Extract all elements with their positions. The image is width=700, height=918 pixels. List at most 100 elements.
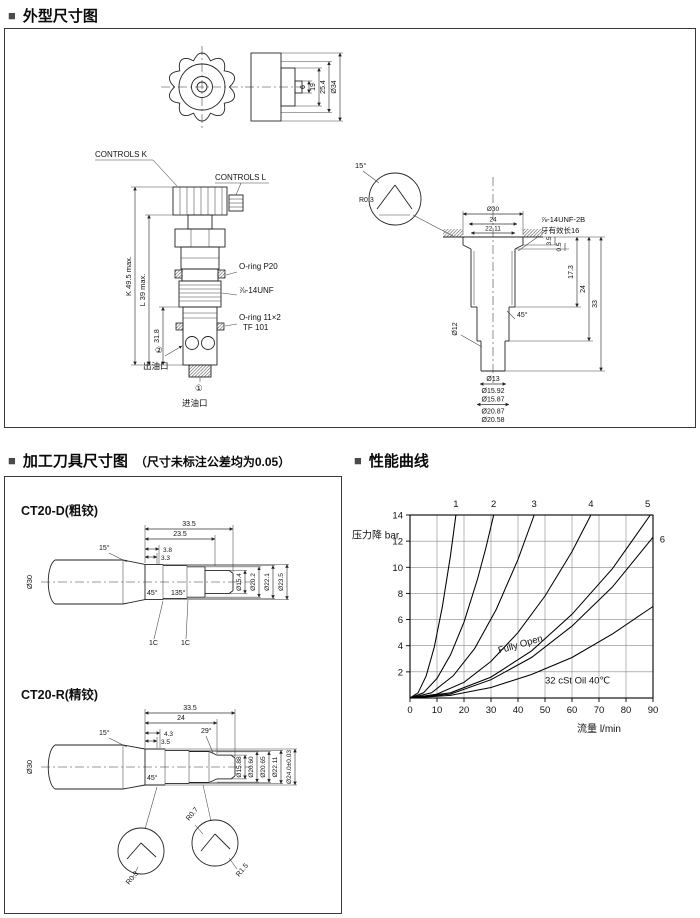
dim-knob-dia34: Ø34 [331, 80, 338, 93]
plot-frame [409, 514, 654, 699]
y-tick-label: 4 [398, 641, 403, 652]
outline-section-title: 外型尺寸图 [22, 8, 98, 25]
thread-unf-label: ⅞-14UNF [239, 286, 274, 295]
y-tick-label: 14 [392, 511, 403, 522]
dim-ct20r-r1-5: R1.5 [235, 862, 250, 878]
port1-inlet-label: 进油口 [182, 398, 208, 408]
port2-outlet-label: 出油口 [143, 361, 169, 371]
dim-ct20r-3-5: 3.5 [161, 739, 170, 746]
dim-dia15-92: Ø15.92 [482, 388, 505, 395]
dim-knob-6: 6 [300, 85, 307, 89]
outline-section-header: ■ 外型尺寸图 [8, 5, 98, 26]
dim-ct20d-dia15-4: Ø15.4 [236, 573, 243, 591]
ct20d-title: CT20-D(粗铰) [21, 503, 98, 518]
dim-ct20d-dia20-2: Ø20.2 [250, 573, 257, 591]
outline-drawing-panel: 6 19 25.4 Ø34 CONTROLS K [4, 28, 696, 428]
curve-6 [409, 536, 654, 699]
curve-label: 3 [532, 499, 537, 510]
port1-number: ① [195, 383, 203, 393]
y-tick-label: 8 [398, 589, 403, 600]
y-tick-label: 2 [398, 667, 403, 678]
knob-top-view [161, 46, 243, 128]
dim-dia13: Ø13 [486, 376, 499, 383]
performance-section-header: ■ 性能曲线 [354, 450, 429, 471]
dim-ct20r-dia24-0: Ø24.0±0.03 [286, 750, 293, 784]
dim-dia20-87: Ø20.87 [482, 409, 505, 416]
dim-r0-3: R0.3 [359, 197, 374, 204]
x-tick-label: 70 [594, 705, 605, 716]
x-tick-label: 50 [540, 705, 551, 716]
x-tick-label: 80 [621, 705, 632, 716]
curve-label: 1 [453, 499, 458, 510]
dim-ct20d-1c-b: 1C [181, 640, 190, 647]
controls-l-label: CONTROLS L [215, 173, 267, 182]
x-axis-label: 流量 l/min [577, 722, 621, 735]
dim-dia12: Ø12 [452, 322, 459, 335]
ct20r-title: CT20-R(精铰) [21, 687, 98, 702]
dim-ct20r-dia30: Ø30 [25, 760, 34, 774]
curve-1 [409, 514, 457, 699]
dim-ct20r-dia20-60: Ø20.60 [248, 756, 255, 778]
dim-22-11: 22.11 [485, 226, 501, 233]
x-tick-label: 30 [486, 705, 497, 716]
x-tick-label: 40 [513, 705, 524, 716]
oring-11x2-label: O-ring 11×2 [239, 313, 281, 322]
dim-knob-25-4: 25.4 [320, 80, 327, 94]
section-bullet-icon: ■ [8, 453, 16, 468]
dim-dia20-58: Ø20.58 [482, 417, 505, 424]
y-tick-label: 12 [392, 537, 403, 548]
dim-ct20r-dia22-11: Ø22.11 [272, 756, 279, 777]
tools-section-header: ■ 加工刀具尺寸图 （尺寸未标注公差均为0.05） [8, 450, 290, 471]
curve-label: 4 [588, 499, 593, 510]
y-tick-label: 6 [398, 615, 403, 626]
x-tick-label: 90 [648, 705, 659, 716]
x-tick-label: 0 [407, 705, 412, 716]
cavity-cross-section: 45° Ø12 Ø30 24 22.11 ⅞-14UNF-2B 牙有效长16 3… [443, 177, 605, 424]
dim-ct20r-4-3: 4.3 [164, 731, 173, 738]
dim-33: 33 [592, 300, 599, 308]
tools-section-title: 加工刀具尺寸图 [22, 453, 128, 470]
curve-5 [409, 514, 651, 699]
controls-k-label: CONTROLS K [95, 150, 148, 159]
curve-label: 6 [660, 534, 665, 545]
dim-ct20r-dia15-88: Ø15.88 [236, 756, 243, 778]
dim-17-3: 17.3 [568, 265, 575, 279]
dim-45deg: 45° [517, 311, 528, 319]
dim-k-max: K 49.5 max. [124, 256, 133, 296]
dim-ct20d-135deg: 135° [171, 589, 186, 597]
performance-section-title: 性能曲线 [368, 453, 429, 470]
dim-24-depth: 24 [580, 285, 587, 293]
cavity-thread-detail: 15° R0.3 [355, 161, 454, 237]
dim-ct20d-15deg: 15° [99, 544, 110, 552]
x-tick-label: 60 [567, 705, 578, 716]
dim-15deg: 15° [355, 161, 366, 170]
dim-ct20r-15deg: 15° [99, 729, 110, 737]
tools-section-subtitle: （尺寸未标注公差均为0.05） [134, 455, 291, 469]
curve-4 [409, 514, 592, 699]
dim-3-5: 3.5 [546, 236, 553, 245]
ct20d-drawing: CT20-D(粗铰) [21, 503, 289, 647]
dim-ct20d-dia22-1: Ø22.1 [264, 573, 271, 591]
oring-p20-label: O-ring P20 [239, 262, 278, 271]
knob-side-profile: 6 19 25.4 Ø34 [245, 52, 343, 122]
x-tick-label: 10 [432, 705, 443, 716]
dim-0-5: 0.5 [556, 242, 563, 251]
cavity-thread-length-note: 牙有效长16 [541, 225, 579, 235]
dim-ct20r-33-5: 33.5 [183, 705, 197, 712]
dim-ct20r-45deg: 45° [147, 774, 158, 782]
dim-ct20d-dia30: Ø30 [25, 575, 34, 589]
curve-label: 5 [645, 499, 650, 510]
curve-2 [409, 514, 495, 699]
ct20r-drawing: CT20-R(精铰) [21, 687, 297, 886]
curve-3 [409, 514, 535, 699]
dim-ct20d-3-8: 3.8 [163, 547, 172, 554]
section-bullet-icon: ■ [354, 453, 362, 468]
dim-ct20d-23-5: 23.5 [173, 531, 187, 538]
dim-ct20d-33-5: 33.5 [182, 521, 196, 528]
port2-number: ② [155, 345, 163, 355]
dim-ct20r-dia20-65: Ø20.65 [260, 756, 267, 778]
dim-knob-19: 19 [310, 83, 317, 91]
x-tick-label: 20 [459, 705, 470, 716]
